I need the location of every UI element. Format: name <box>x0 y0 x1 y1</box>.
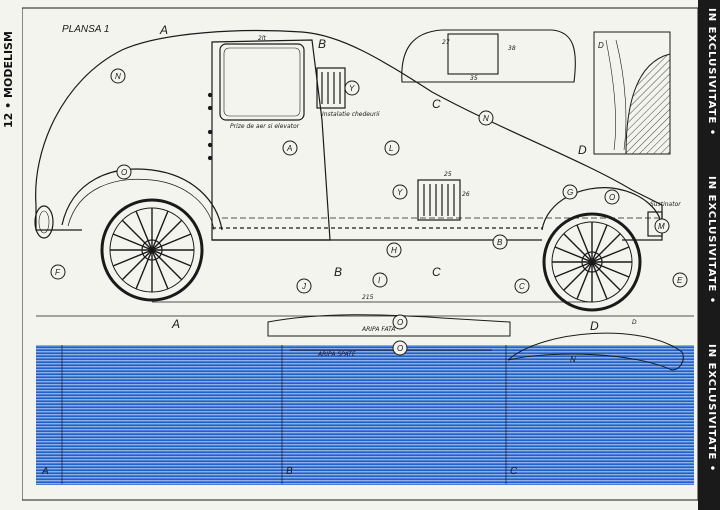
part-label: O <box>121 168 127 177</box>
exclusivity-band: IN EXCLUSIVITATE • IN EXCLUSIVITATE • IN… <box>698 0 720 510</box>
part-label: N <box>570 355 576 364</box>
section-markers: A A B B C C D D <box>159 23 599 333</box>
vent-dim-1: 25 <box>444 171 452 178</box>
part-label: F <box>55 268 61 277</box>
section-marker: D <box>578 143 587 157</box>
fender-rear-label: ARIPA SPATE <box>317 351 356 358</box>
section-marker: A <box>171 317 180 331</box>
band-text: IN EXCLUSIVITATE • <box>706 8 717 137</box>
part-label: G <box>567 188 573 197</box>
fender-front-label: ARIPA FATA <box>361 326 395 333</box>
bottom-section-c: C <box>510 466 518 477</box>
blueprint-plate: PLANSA 1 <box>22 7 698 501</box>
section-marker: B <box>318 37 326 51</box>
wheelbase-dim: 215 <box>362 294 374 301</box>
fender-d-label: D <box>632 319 637 326</box>
window-dim-1: 35 <box>470 75 478 82</box>
roof-dim: 2lt <box>258 35 266 42</box>
part-label: Y <box>397 188 403 197</box>
vent-dim-2: 26 <box>462 191 470 198</box>
window-dim-2: 27 <box>442 39 450 46</box>
bottom-section-a: A <box>41 466 49 477</box>
rear-wheel <box>542 212 642 312</box>
front-wheel <box>100 198 204 302</box>
part-label: H <box>391 246 397 255</box>
plate-title: PLANSA 1 <box>62 24 109 35</box>
door-note: Prize de aer si elevator <box>230 123 300 130</box>
part-label: A <box>286 144 292 153</box>
part-label: I <box>378 276 381 285</box>
part-label: E <box>677 276 683 285</box>
part-label: D <box>598 41 604 50</box>
page-header-strip: 12 • MODELISM <box>0 0 22 510</box>
part-label: Y <box>349 84 355 93</box>
part-labels: N N O O O O A L Y Y F E M G H I J B C D … <box>50 41 688 364</box>
part-label: N <box>483 114 489 123</box>
page-number-magazine: 12 • MODELISM <box>2 31 15 128</box>
section-marker: A <box>159 23 168 37</box>
annotations: Prize de aer si elevator Instalatie ched… <box>41 35 681 477</box>
fender-templates <box>267 314 684 371</box>
window-dim-3: 38 <box>508 45 516 52</box>
section-d-panel <box>593 31 671 155</box>
section-marker: C <box>432 97 441 111</box>
article-text-overlay <box>36 345 694 485</box>
part-label: B <box>497 238 503 247</box>
part-label: N <box>115 72 121 81</box>
part-label: O <box>397 318 403 327</box>
part-label: O <box>609 193 615 202</box>
part-label: C <box>519 282 525 291</box>
car-side-view <box>34 29 663 241</box>
bottom-section-b: B <box>286 466 293 477</box>
part-label: L <box>389 144 393 153</box>
band-text: IN EXCLUSIVITATE • <box>706 176 717 305</box>
section-marker: C <box>432 265 441 279</box>
rear-window-detail <box>401 29 576 83</box>
dimension-lines <box>36 301 694 484</box>
part-label: J <box>301 282 307 291</box>
part-label: M <box>658 222 665 231</box>
band-text: IN EXCLUSIVITATE • <box>706 344 717 473</box>
section-marker: D <box>590 319 599 333</box>
bumper-note: Sustinator <box>650 201 681 208</box>
section-marker: B <box>334 265 342 279</box>
vent-note: Instalatie chedeurii <box>322 111 380 118</box>
part-label: O <box>397 344 403 353</box>
